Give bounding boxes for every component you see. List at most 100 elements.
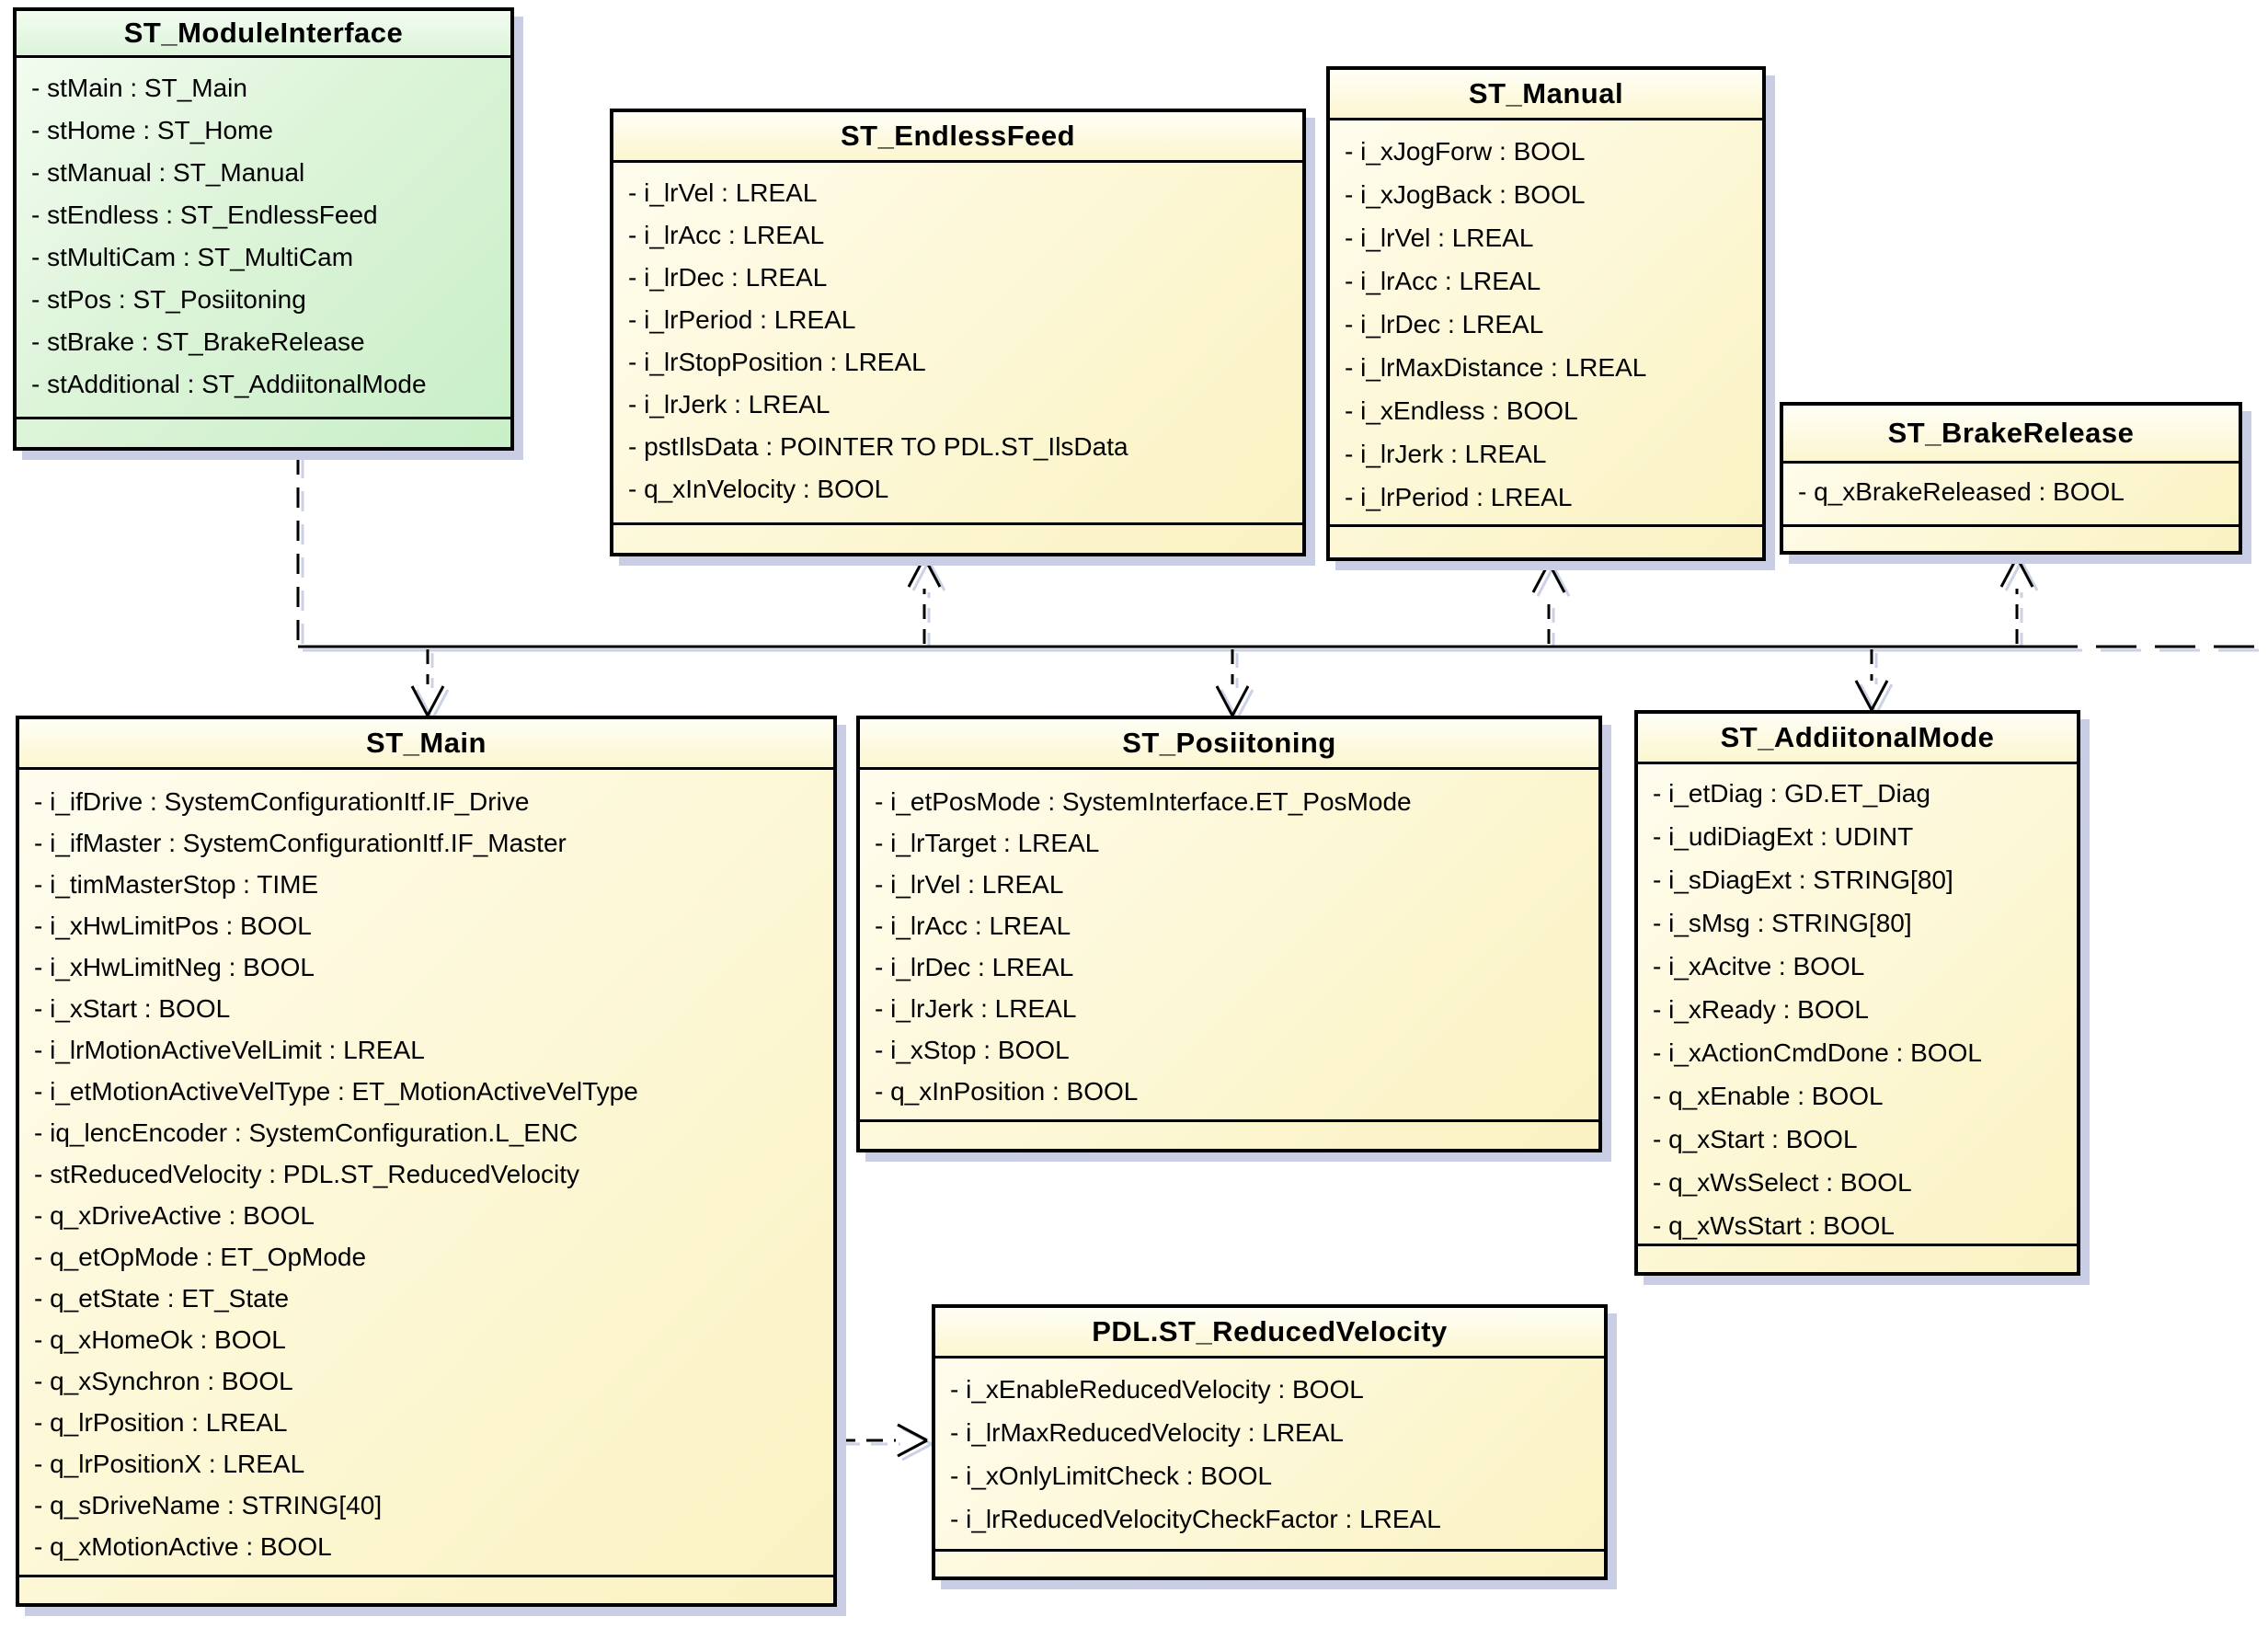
class-st-moduleinterface: ST_ModuleInterface - stMain : ST_Main- s… (13, 7, 514, 451)
attribute: - stPos : ST_Posiitoning (31, 285, 306, 314)
attribute: - stReducedVelocity : PDL.ST_ReducedVelo… (34, 1160, 579, 1188)
attribute: - q_lrPosition : LREAL (34, 1408, 288, 1437)
attribute: - i_xJogForw : BOOL (1345, 137, 1586, 166)
class-title: ST_AddiitonalMode (1638, 714, 2077, 764)
attribute: - i_lrPeriod : LREAL (628, 305, 856, 334)
attribute: - i_lrAcc : LREAL (1345, 267, 1541, 295)
operations-compartment (860, 1119, 1598, 1149)
operations-compartment (19, 1575, 833, 1603)
attribute: - q_xHomeOk : BOOL (34, 1325, 286, 1354)
attribute: - stEndless : ST_EndlessFeed (31, 201, 378, 229)
attribute: - i_xReady : BOOL (1653, 995, 1869, 1024)
attribute: - i_lrMotionActiveVelLimit : LREAL (34, 1036, 425, 1064)
attribute: - i_lrTarget : LREAL (875, 829, 1100, 857)
attribute: - i_xAcitve : BOOL (1653, 952, 1865, 980)
attribute: - i_ifDrive : SystemConfigurationItf.IF_… (34, 787, 530, 816)
attribute: - q_xWsSelect : BOOL (1653, 1168, 1912, 1197)
attribute-list: - q_xBrakeReleased : BOOL (1783, 464, 2239, 524)
attribute: - i_lrJerk : LREAL (628, 390, 830, 418)
attribute: - q_xInVelocity : BOOL (628, 475, 889, 503)
attribute: - i_lrAcc : LREAL (875, 911, 1071, 940)
attribute: - q_xWsStart : BOOL (1653, 1211, 1895, 1240)
attribute: - i_sDiagExt : STRING[80] (1653, 866, 1953, 894)
attribute: - stMultiCam : ST_MultiCam (31, 243, 354, 271)
class-st-manual: ST_Manual - i_xJogForw : BOOL - i_xJogBac… (1326, 66, 1766, 561)
attribute: - i_lrVel : LREAL (875, 870, 1064, 899)
attribute: - i_lrDec : LREAL (628, 263, 828, 292)
attribute: - i_sMsg : STRING[80] (1653, 909, 1912, 937)
attribute: - i_lrMaxDistance : LREAL (1345, 353, 1647, 382)
attribute: - q_xBrakeReleased : BOOL (1798, 477, 2125, 506)
class-title: ST_EndlessFeed (613, 112, 1302, 163)
class-title: ST_Main (19, 719, 833, 770)
attribute: - i_lrJerk : LREAL (875, 994, 1077, 1023)
operations-compartment (17, 417, 510, 447)
attribute: - i_xHwLimitNeg : BOOL (34, 953, 315, 981)
attribute: - i_xEnableReducedVelocity : BOOL (950, 1375, 1364, 1404)
attribute: - q_xDriveActive : BOOL (34, 1201, 315, 1230)
attribute: - i_udiDiagExt : UDINT (1653, 822, 1914, 851)
attribute-list: - i_ifDrive : SystemConfigurationItf.IF_… (19, 770, 833, 1575)
attribute: - q_xStart : BOOL (1653, 1125, 1858, 1153)
attribute: - i_lrDec : LREAL (1345, 310, 1544, 338)
class-title: PDL.ST_ReducedVelocity (935, 1308, 1604, 1359)
attribute: - i_lrDec : LREAL (875, 953, 1074, 981)
attribute: - q_xMotionActive : BOOL (34, 1532, 332, 1561)
operations-compartment (1783, 524, 2239, 551)
attribute: - i_timMasterStop : TIME (34, 870, 319, 899)
attribute: - i_lrAcc : LREAL (628, 221, 825, 249)
attribute: - i_lrVel : LREAL (1345, 224, 1534, 252)
class-st-brakerelease: ST_BrakeRelease - q_xBrakeReleased : BOO… (1780, 402, 2242, 555)
attribute: - i_lrVel : LREAL (628, 178, 818, 207)
attribute: - i_xStop : BOOL (875, 1036, 1070, 1064)
attribute: - i_lrMaxReducedVelocity : LREAL (950, 1418, 1344, 1447)
attribute: - i_lrJerk : LREAL (1345, 440, 1547, 468)
attribute: - stMain : ST_Main (31, 74, 247, 102)
attribute: - i_xJogBack : BOOL (1345, 180, 1586, 209)
operations-compartment (1330, 524, 1762, 557)
class-title: ST_Posiitoning (860, 719, 1598, 770)
attribute: - q_etOpMode : ET_OpMode (34, 1243, 367, 1271)
class-title: ST_Manual (1330, 70, 1762, 120)
class-title: ST_BrakeRelease (1783, 406, 2239, 464)
attribute: - i_lrPeriod : LREAL (1345, 483, 1573, 511)
attribute: - i_xEndless : BOOL (1345, 396, 1578, 425)
attribute: - i_xActionCmdDone : BOOL (1653, 1038, 1982, 1067)
attribute-list: - i_etPosMode : SystemInterface.ET_PosMo… (860, 770, 1598, 1119)
attribute: - q_sDriveName : STRING[40] (34, 1491, 383, 1519)
attribute-list: - stMain : ST_Main - stHome : ST_Home - st… (17, 58, 510, 417)
attribute: - q_xEnable : BOOL (1653, 1082, 1884, 1110)
class-title: ST_ModuleInterface (17, 11, 510, 58)
attribute: - i_xStart : BOOL (34, 994, 231, 1023)
attribute: - pstIlsData : POINTER TO PDL.ST_IlsData (628, 432, 1128, 461)
class-st-additionalmode: ST_AddiitonalMode - i_etDiag : GD.ET_Dia… (1634, 710, 2080, 1276)
class-st-positioning: ST_Posiitoning - i_etPosMode : SystemInt… (856, 716, 1602, 1152)
attribute: - q_etState : ET_State (34, 1284, 290, 1313)
attribute: - stHome : ST_Home (31, 116, 273, 144)
attribute: - i_etPosMode : SystemInterface.ET_PosMo… (875, 787, 1412, 816)
attribute: - i_lrStopPosition : LREAL (628, 348, 926, 376)
attribute: - stBrake : ST_BrakeRelease (31, 327, 365, 356)
attribute: - stManual : ST_Manual (31, 158, 305, 187)
attribute: - i_ifMaster : SystemConfigurationItf.IF… (34, 829, 567, 857)
attribute: - q_lrPositionX : LREAL (34, 1450, 305, 1478)
attribute: - i_xHwLimitPos : BOOL (34, 911, 312, 940)
attribute: - i_etDiag : GD.ET_Diag (1653, 779, 1930, 808)
attribute-list: - i_lrVel : LREAL - i_lrAcc : LREAL - i_lr… (613, 163, 1302, 522)
attribute: - i_lrReducedVelocityCheckFactor : LREAL (950, 1505, 1441, 1533)
attribute: - i_etMotionActiveVelType : ET_MotionAct… (34, 1077, 638, 1106)
operations-compartment (613, 522, 1302, 553)
attribute: - iq_lencEncoder : SystemConfiguration.L… (34, 1118, 578, 1147)
attribute-list: - i_etDiag : GD.ET_Diag - i_udiDiagExt : … (1638, 764, 2077, 1244)
class-st-main: ST_Main - i_ifDrive : SystemConfiguratio… (16, 716, 837, 1607)
class-pdl-st-reducedvelocity: PDL.ST_ReducedVelocity - i_xEnableReduce… (932, 1304, 1608, 1580)
attribute: - stAdditional : ST_AddiitonalMode (31, 370, 427, 398)
class-st-endlessfeed: ST_EndlessFeed - i_lrVel : LREAL - i_lrAc… (610, 109, 1306, 556)
operations-compartment (935, 1549, 1604, 1576)
attribute: - q_xInPosition : BOOL (875, 1077, 1139, 1106)
attribute: - q_xSynchron : BOOL (34, 1367, 293, 1395)
operations-compartment (1638, 1244, 2077, 1272)
attribute-list: - i_xEnableReducedVelocity : BOOL - i_lrM… (935, 1359, 1604, 1549)
attribute-list: - i_xJogForw : BOOL - i_xJogBack : BOOL - … (1330, 120, 1762, 524)
